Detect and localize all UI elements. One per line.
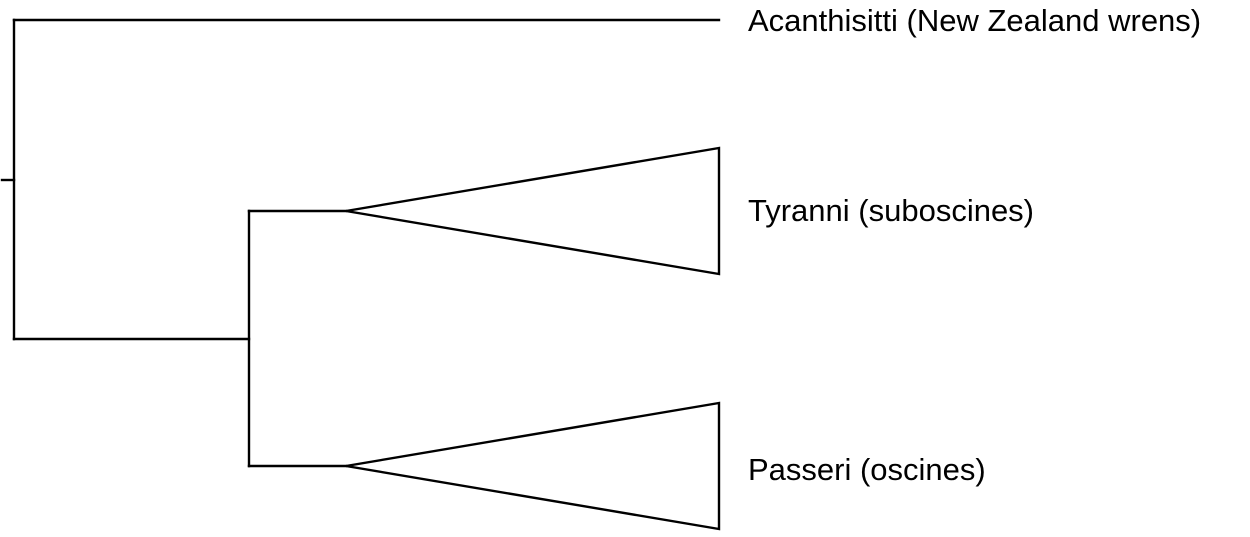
acanthisitti-label: Acanthisitti (New Zealand wrens) xyxy=(748,3,1201,38)
passeri-label: Passeri (oscines) xyxy=(748,452,986,487)
passeri-clade-triangle xyxy=(345,401,721,531)
tyranni-clade-triangle xyxy=(345,146,721,276)
tyranni-label: Tyranni (suboscines) xyxy=(748,193,1034,228)
